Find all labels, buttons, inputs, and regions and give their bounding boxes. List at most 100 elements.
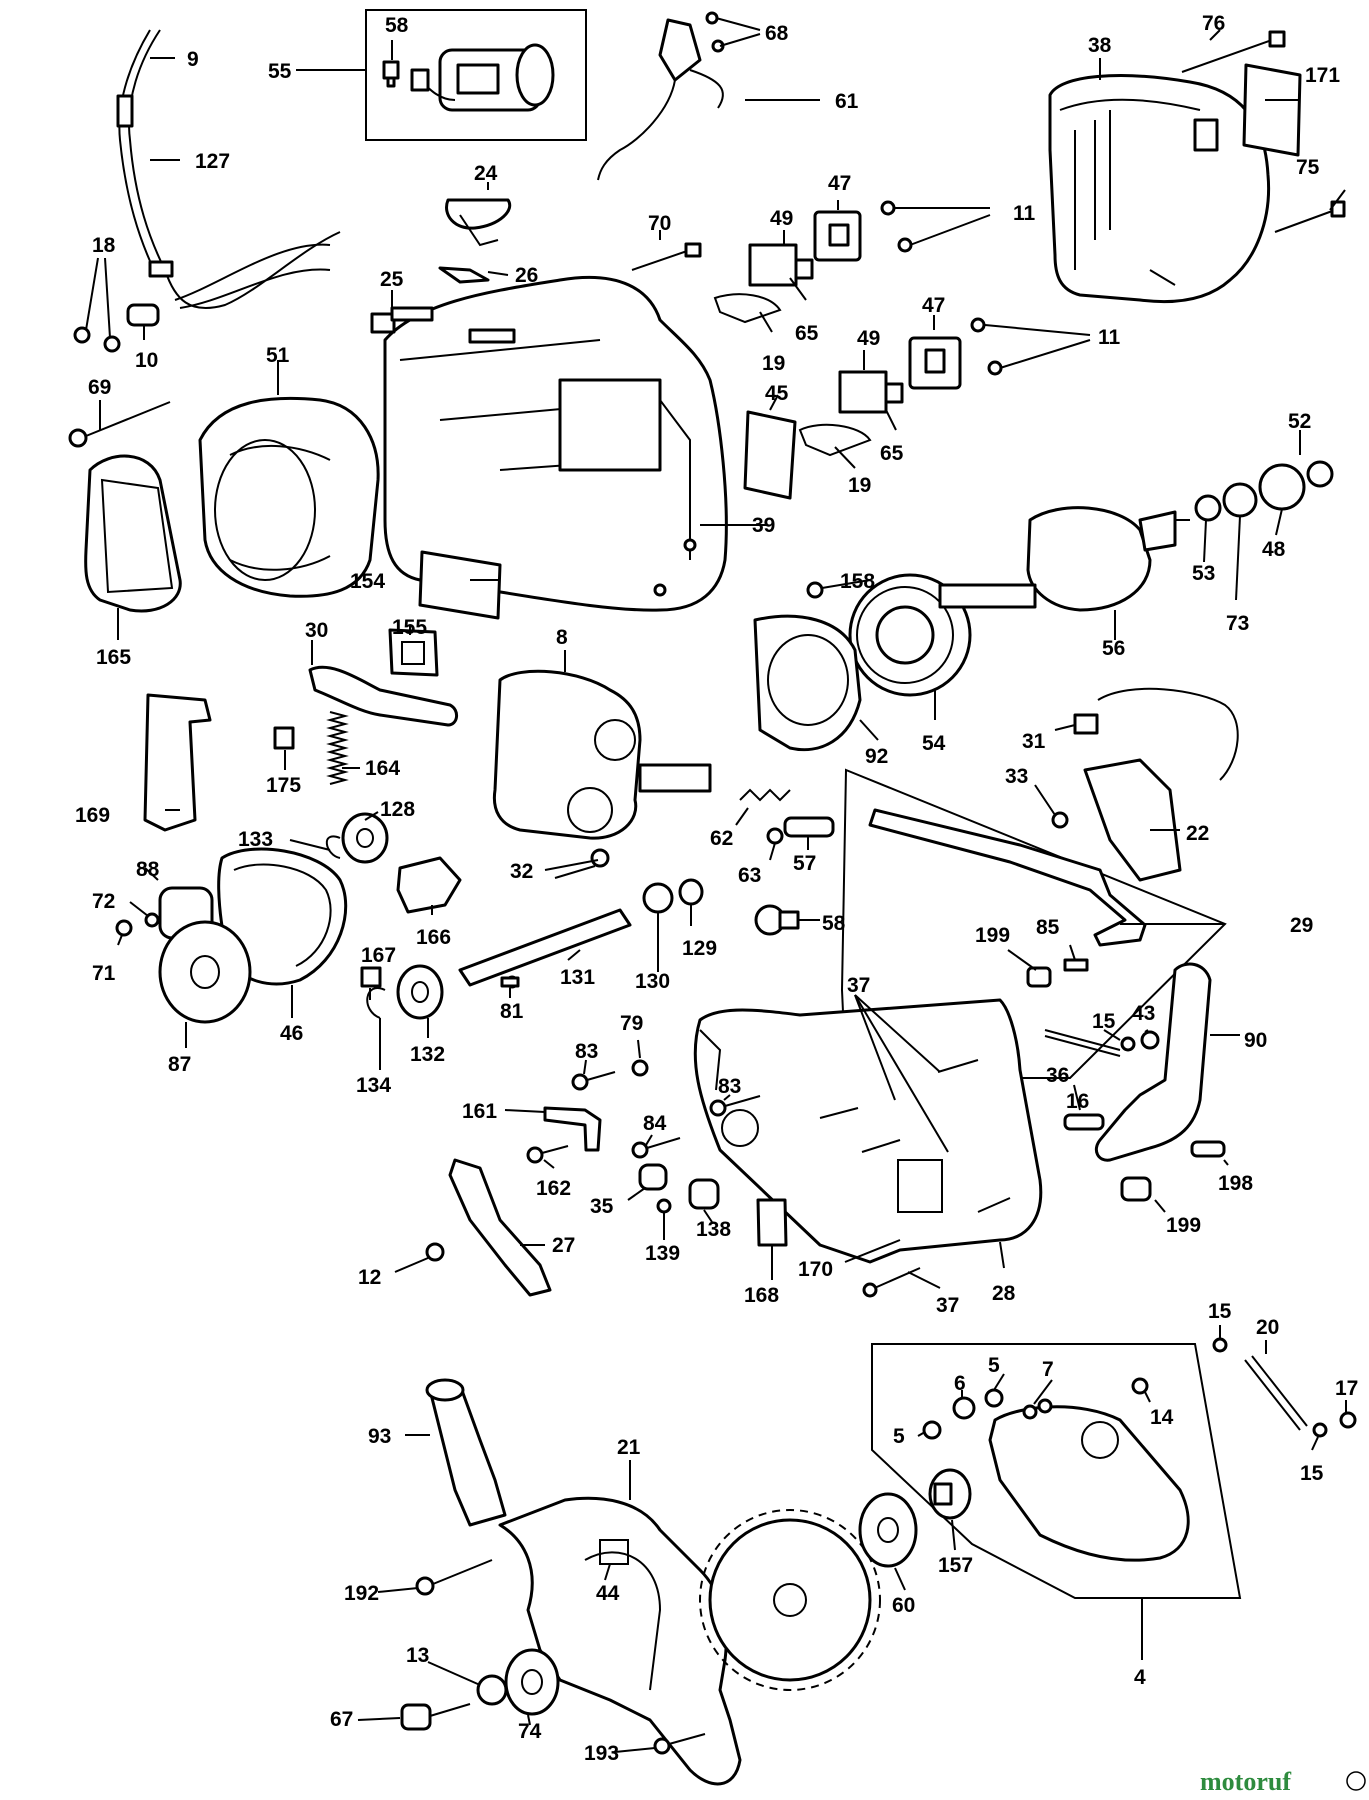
switch-assembly (410, 43, 555, 112)
sleeve-166 (396, 856, 462, 914)
knob-58 (754, 904, 800, 936)
brush-cap-24 (445, 198, 512, 247)
callout-71: 71 (92, 962, 116, 985)
watermark-logo: motoruf (1200, 1767, 1366, 1796)
gear-case-28 (693, 998, 1043, 1264)
callout-138: 138 (696, 1218, 731, 1241)
callout-46: 46 (280, 1022, 303, 1045)
bolt-67 (400, 1703, 471, 1731)
callout-61: 61 (835, 90, 859, 113)
callout-199b: 199 (1166, 1214, 1201, 1237)
callout-27: 27 (552, 1234, 575, 1257)
callout-72: 72 (92, 890, 115, 913)
label-171 (1242, 63, 1302, 157)
flange-60 (858, 1492, 918, 1568)
arm-27 (448, 1158, 552, 1297)
callout-132: 132 (410, 1043, 445, 1066)
callout-43: 43 (1132, 1002, 1155, 1025)
callout-56: 56 (1102, 637, 1125, 660)
callout-65a: 65 (795, 322, 819, 345)
fan-baffle-92 (753, 614, 862, 752)
spring-20 (1244, 1355, 1308, 1431)
callout-49a: 49 (770, 207, 793, 230)
part-4-group-box (871, 1343, 1242, 1599)
callout-12: 12 (358, 1266, 381, 1289)
callout-73: 73 (1226, 612, 1249, 635)
long-screw-69 (68, 401, 171, 448)
bearing-130 (642, 882, 674, 914)
pin-57 (783, 816, 835, 838)
block-154 (418, 550, 502, 620)
callout-37a: 37 (847, 974, 870, 997)
callout-19b: 19 (848, 474, 871, 497)
pin-85 (1063, 958, 1089, 972)
circlip-133 (325, 835, 341, 859)
switch-wire-31 (1073, 687, 1239, 781)
callout-47b: 47 (922, 294, 945, 317)
callout-164: 164 (365, 757, 400, 780)
spring-36 (1044, 1029, 1121, 1057)
callout-22: 22 (1186, 822, 1209, 845)
leader-lines (85, 17, 1347, 1753)
screws-11a (880, 200, 913, 253)
pin-198 (1190, 1140, 1226, 1158)
brush-box-47b (908, 336, 962, 390)
callout-168: 168 (744, 1284, 779, 1307)
callout-29: 29 (1290, 914, 1313, 937)
callout-18: 18 (92, 234, 116, 257)
lever-30 (308, 665, 458, 727)
screw-83a (571, 1071, 616, 1091)
callout-35: 35 (590, 1195, 614, 1218)
callout-21: 21 (617, 1436, 641, 1459)
power-cord (116, 29, 341, 310)
callout-26: 26 (515, 264, 538, 287)
gear-housing-8 (492, 669, 712, 840)
saw-blade (699, 1509, 881, 1691)
plate-155 (388, 628, 439, 677)
callout-83a: 83 (575, 1040, 598, 1063)
callout-54: 54 (922, 732, 946, 755)
callout-166: 166 (416, 926, 451, 949)
brush-49a (748, 243, 814, 287)
washer-79 (631, 1059, 649, 1077)
callout-92: 92 (865, 745, 888, 768)
spring-plate-26 (438, 266, 490, 284)
armature-56 (938, 506, 1190, 612)
callout-134: 134 (356, 1074, 391, 1097)
bearing-132 (396, 964, 444, 1020)
screws-18 (73, 326, 121, 353)
callout-75: 75 (1296, 156, 1320, 179)
washer-15c (1312, 1422, 1328, 1438)
callout-90: 90 (1244, 1029, 1267, 1052)
washer-15b (1212, 1337, 1228, 1353)
callout-199a: 199 (975, 924, 1010, 947)
callout-60: 60 (892, 1594, 915, 1617)
roller-138 (688, 1178, 720, 1210)
screw-58 (382, 60, 400, 88)
handle-93 (425, 1378, 507, 1527)
spring-62 (739, 788, 791, 802)
callout-165: 165 (96, 646, 131, 669)
callout-44: 44 (596, 1582, 620, 1605)
brush-box-47a (813, 210, 862, 262)
callout-63: 63 (738, 864, 761, 887)
pin-175 (273, 726, 295, 750)
callout-93: 93 (368, 1425, 391, 1448)
rear-cover-38 (1048, 74, 1271, 304)
callout-84: 84 (643, 1112, 667, 1135)
callout-39: 39 (752, 514, 775, 537)
callout-45: 45 (765, 382, 789, 405)
screw-71 (115, 919, 133, 937)
callout-55: 55 (268, 60, 292, 83)
screw-83b (709, 1095, 761, 1117)
callout-52: 52 (1288, 410, 1311, 433)
callout-51: 51 (266, 344, 290, 367)
callout-198: 198 (1218, 1172, 1253, 1195)
washer-15a (1120, 1036, 1136, 1052)
callout-167: 167 (361, 944, 396, 967)
callout-17: 17 (1335, 1377, 1358, 1400)
belt-46 (217, 847, 348, 986)
pin-81 (500, 976, 520, 988)
part-55-group-box (365, 9, 587, 141)
